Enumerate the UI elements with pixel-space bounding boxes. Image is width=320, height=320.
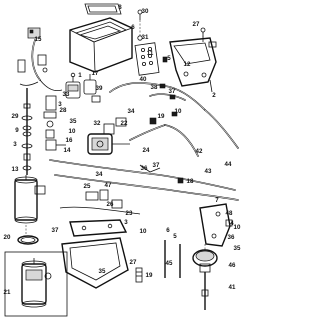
callout-c6b: 6	[166, 227, 170, 234]
callout-c6: 6	[131, 24, 135, 31]
callout-c25: 25	[84, 183, 91, 190]
callout-c28: 28	[60, 107, 67, 114]
part-vacuum-canister	[164, 240, 218, 310]
part-left-middle-cluster	[43, 95, 66, 151]
callout-c36a: 36	[141, 165, 148, 172]
part-bolt-30	[137, 9, 143, 20]
part-cover-plate	[84, 3, 122, 15]
callout-c3c: 3	[124, 219, 128, 226]
callout-c36b: 36	[228, 234, 235, 241]
callout-c10d: 10	[234, 224, 241, 231]
diagram-dashed-lines	[25, 20, 206, 250]
callout-c35a: 35	[70, 118, 77, 125]
part-right-hose-cluster	[129, 111, 199, 157]
part-39	[91, 95, 101, 103]
part-5	[162, 56, 168, 63]
callout-c31: 31	[142, 34, 149, 41]
part-canister-lower-left	[14, 175, 46, 224]
callout-c43: 43	[205, 168, 212, 175]
callout-c34b: 34	[96, 171, 103, 178]
callout-c16: 16	[66, 137, 73, 144]
part-wiring-harness	[17, 27, 63, 92]
callout-c11: 11	[147, 50, 154, 57]
callout-c5: 5	[167, 55, 171, 62]
callout-c17: 17	[92, 70, 99, 77]
part-bottom-tray	[61, 237, 143, 289]
callout-c3b: 3	[58, 101, 62, 108]
callout-c37b: 37	[153, 162, 160, 169]
callout-c24: 24	[143, 147, 150, 154]
callout-c32: 32	[94, 120, 101, 127]
part-bracket-upper-right	[169, 27, 217, 93]
part-seal-ring-20	[17, 235, 39, 245]
callout-c18: 18	[187, 178, 194, 185]
callout-c22: 22	[121, 120, 128, 127]
part-control-box	[134, 42, 160, 76]
callout-c2: 2	[212, 92, 216, 99]
part-21-inset	[4, 251, 68, 317]
callout-c40: 40	[140, 76, 147, 83]
callout-c1: 1	[78, 72, 82, 79]
callout-c29: 29	[12, 113, 19, 120]
callout-c30: 30	[142, 8, 149, 15]
callout-c41: 41	[229, 284, 236, 291]
callout-c10a: 10	[69, 128, 76, 135]
part-central-pump	[87, 117, 130, 155]
callout-c19: 19	[158, 113, 165, 120]
part-solenoid-valve-1	[65, 72, 81, 99]
callout-c5b: 5	[173, 233, 177, 240]
part-lower-middle	[59, 189, 141, 215]
callout-c21: 21	[4, 289, 11, 296]
callout-c44: 44	[225, 161, 232, 168]
callout-c37a: 37	[169, 88, 176, 95]
callout-c7: 7	[215, 197, 219, 204]
callout-c35c: 35	[234, 245, 241, 252]
callout-c27: 27	[193, 21, 200, 28]
callout-c34a: 34	[128, 108, 135, 115]
callout-c38: 38	[151, 84, 158, 91]
callout-c27b: 27	[130, 259, 137, 266]
callout-c9: 9	[15, 127, 19, 134]
parts-diagram: 8306312711512151173940383722993133333528…	[4, 3, 241, 317]
callout-c8: 8	[118, 4, 122, 11]
callout-c47: 47	[105, 182, 112, 189]
callout-c4: 4	[230, 220, 234, 227]
callout-c15: 15	[35, 36, 42, 43]
callout-c23: 23	[126, 210, 133, 217]
callout-c14: 14	[64, 147, 71, 154]
part-hose-upper-middle	[109, 82, 239, 149]
part-air-cleaner-housing	[69, 17, 133, 73]
callout-c13: 13	[12, 166, 19, 173]
callout-c48: 48	[226, 210, 233, 217]
part-left-vertical-stack	[21, 88, 33, 175]
callout-c33: 33	[63, 91, 70, 98]
callout-c10c: 10	[140, 228, 147, 235]
callout-c46: 46	[229, 262, 236, 269]
callout-c12: 12	[184, 61, 191, 68]
callout-c26: 26	[107, 201, 114, 208]
part-right-edge-bracket	[199, 203, 233, 247]
callout-c35b: 35	[99, 268, 106, 275]
callout-c20: 20	[4, 234, 11, 241]
part-long-tubes	[49, 159, 239, 201]
part-bracket-23	[69, 219, 128, 237]
callout-c10b: 10	[175, 108, 182, 115]
callout-c19b: 19	[146, 272, 153, 279]
callout-c45: 45	[166, 260, 173, 267]
callout-c3: 3	[13, 141, 17, 148]
part-solenoid-valve-17	[83, 74, 97, 95]
callout-c39: 39	[96, 85, 103, 92]
callout-c37c: 37	[52, 227, 59, 234]
callout-c42: 42	[196, 148, 203, 155]
